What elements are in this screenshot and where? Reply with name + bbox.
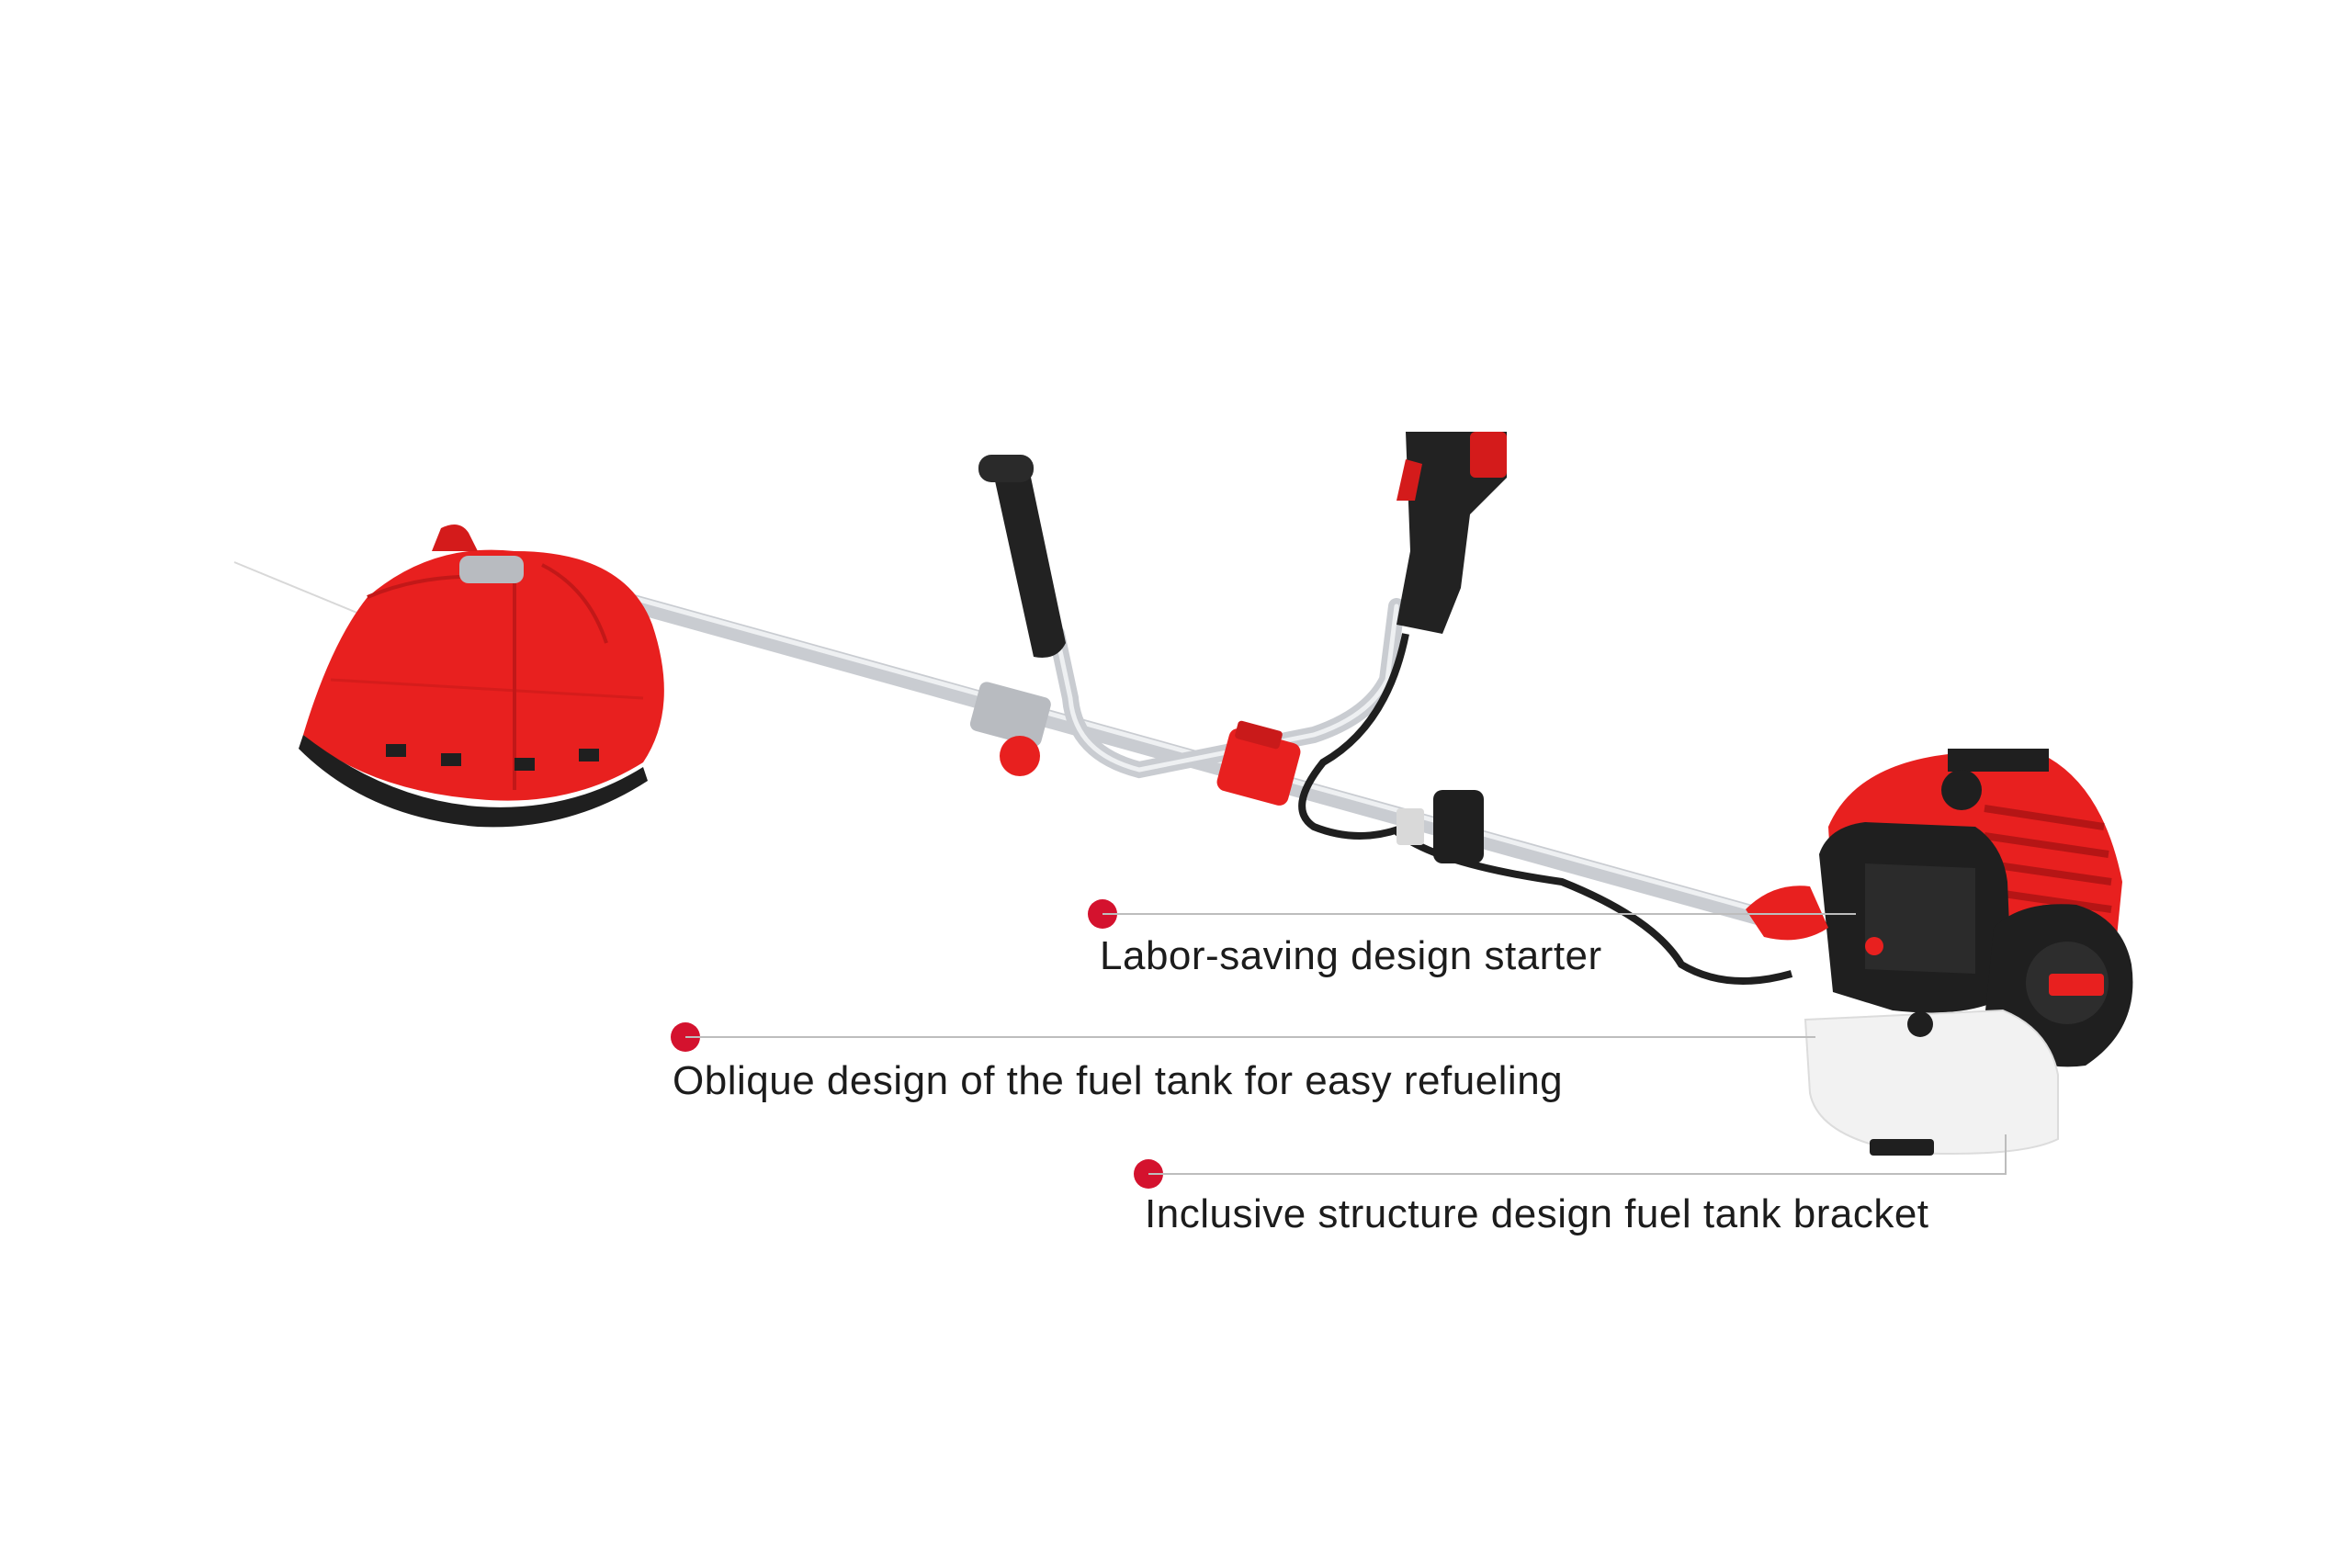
main-shaft xyxy=(469,551,1810,937)
callout-line-tank-bracket-vertical xyxy=(2005,1134,2007,1175)
left-grip xyxy=(978,455,1066,658)
callout-label-fuel-tank: Oblique design of the fuel tank for easy… xyxy=(673,1058,1564,1103)
callout-line-tank-bracket xyxy=(1148,1173,2005,1175)
handle-clamp xyxy=(969,682,1051,747)
callout-label-starter: Labor-saving design starter xyxy=(1100,933,1602,978)
engine xyxy=(1746,749,2133,1156)
callout-label-tank-bracket: Inclusive structure design fuel tank bra… xyxy=(1145,1191,1929,1236)
throttle-grip xyxy=(1396,432,1507,634)
callout-line-fuel-tank xyxy=(685,1036,1815,1038)
shaft-clamp xyxy=(1216,728,1301,806)
blade-guard xyxy=(299,525,664,828)
rear-clamp xyxy=(1433,790,1484,863)
callout-line-starter xyxy=(1102,913,1856,915)
throttle-cable xyxy=(1298,633,1409,840)
